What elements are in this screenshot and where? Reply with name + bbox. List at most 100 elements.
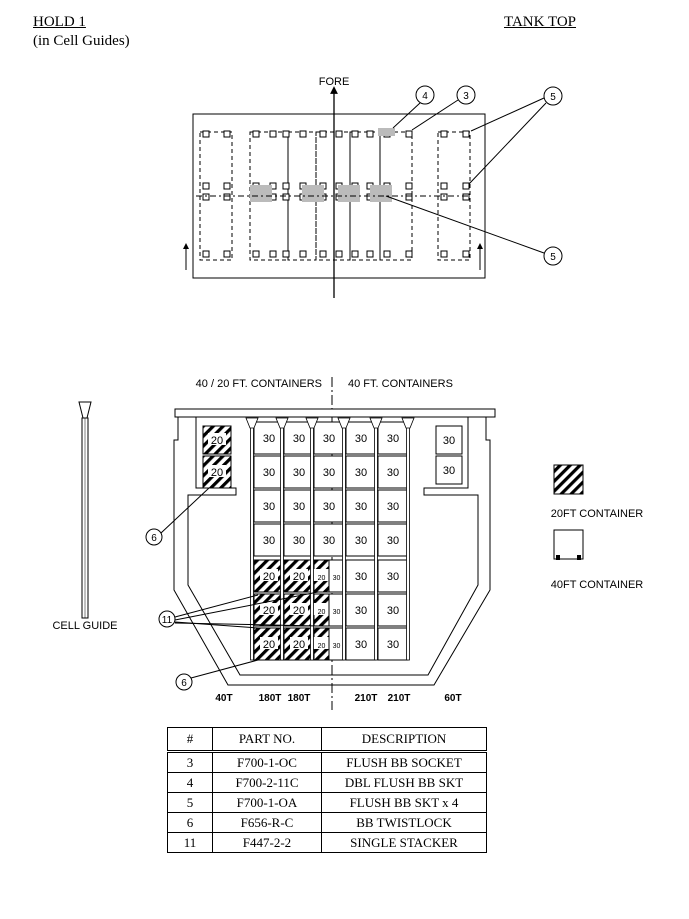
weight-label: 60T bbox=[444, 693, 461, 704]
container-label: 30 bbox=[263, 535, 275, 547]
cell-guide-post bbox=[342, 419, 346, 661]
container-label: 20 bbox=[263, 639, 275, 651]
socket-marker bbox=[223, 250, 231, 258]
socket-marker bbox=[282, 130, 290, 138]
callout-number: 6 bbox=[151, 533, 157, 544]
container-label: 30 bbox=[355, 467, 367, 479]
container-40ft: 30 bbox=[345, 559, 377, 593]
container-40ft: 30 bbox=[435, 425, 463, 455]
legend-20ft-swatch bbox=[553, 464, 584, 495]
container-20ft: 20 bbox=[283, 593, 315, 627]
container-label: 30 bbox=[323, 467, 335, 479]
container-40ft: 30 bbox=[377, 489, 409, 523]
container-40ft: 30 bbox=[328, 593, 345, 627]
hold-subtitle: (in Cell Guides) bbox=[33, 33, 130, 49]
right-heading: 40 FT. CONTAINERS bbox=[348, 378, 453, 390]
socket-marker bbox=[282, 182, 290, 190]
column-header: # bbox=[167, 727, 213, 753]
container-label: 30 bbox=[263, 433, 275, 445]
container-40ft: 30 bbox=[377, 627, 409, 661]
container-label: 30 bbox=[443, 465, 455, 477]
socket-marker bbox=[282, 250, 290, 258]
callout-number: 11 bbox=[162, 615, 173, 626]
plan-callout-3: 3 bbox=[411, 85, 476, 131]
socket-marker bbox=[319, 130, 327, 138]
container-label: 30 bbox=[333, 643, 341, 650]
double-socket-plate bbox=[250, 185, 272, 202]
cell-guide-label: CELL GUIDE bbox=[52, 620, 117, 632]
table-cell: 3 bbox=[167, 751, 213, 773]
socket-marker bbox=[282, 193, 290, 201]
weight-label: 210T bbox=[388, 693, 411, 704]
legend-20ft-label: 20FT CONTAINER bbox=[551, 508, 644, 520]
socket-marker bbox=[351, 250, 359, 258]
socket-marker bbox=[252, 130, 260, 138]
container-40ft: 30 bbox=[283, 523, 315, 557]
socket-marker bbox=[440, 250, 448, 258]
socket-marker bbox=[383, 250, 391, 258]
container-40ft: 30 bbox=[283, 455, 315, 489]
table-cell: 6 bbox=[167, 812, 213, 833]
socket-marker bbox=[335, 250, 343, 258]
container-label: 20 bbox=[318, 643, 326, 650]
container-40ft: 30 bbox=[377, 455, 409, 489]
container-40ft: 30 bbox=[328, 559, 345, 593]
container-label: 30 bbox=[443, 435, 455, 447]
container-label: 30 bbox=[323, 535, 335, 547]
container-40ft: 30 bbox=[313, 489, 345, 523]
container-20ft: 20 bbox=[253, 627, 285, 661]
section-callout-6-top: 6 bbox=[145, 487, 210, 546]
container-20ft: 20 bbox=[253, 559, 285, 593]
cell-guide-icon bbox=[78, 401, 92, 619]
socket-marker bbox=[351, 130, 359, 138]
socket-marker bbox=[462, 250, 470, 258]
table-cell: F700-1-OA bbox=[212, 792, 322, 813]
container-label: 30 bbox=[293, 433, 305, 445]
inner-hull bbox=[187, 417, 479, 676]
table-cell: BB TWISTLOCK bbox=[321, 812, 487, 833]
container-label: 30 bbox=[355, 501, 367, 513]
container-label: 20 bbox=[318, 609, 326, 616]
container-label: 30 bbox=[323, 501, 335, 513]
socket-marker bbox=[299, 250, 307, 258]
socket-marker bbox=[462, 193, 470, 201]
container-label: 30 bbox=[263, 467, 275, 479]
table-cell: DBL FLUSH BB SKT bbox=[321, 772, 487, 793]
plan-cell-grid bbox=[196, 128, 471, 261]
socket-marker bbox=[202, 182, 210, 190]
container-label: 30 bbox=[355, 535, 367, 547]
container-40ft: 30 bbox=[345, 627, 377, 661]
hull-outline bbox=[173, 417, 491, 686]
fore-label: FORE bbox=[319, 76, 350, 88]
table-cell: F447-2-2 bbox=[212, 832, 322, 853]
container-40ft: 30 bbox=[377, 593, 409, 627]
section-title: TANK TOP bbox=[504, 14, 577, 30]
table-cell: F656-R-C bbox=[212, 812, 322, 833]
cell-guide-post bbox=[374, 419, 378, 661]
cell-guide-post bbox=[406, 419, 410, 661]
cell-guide-post bbox=[310, 419, 314, 661]
container-label: 30 bbox=[355, 571, 367, 583]
container-20ft: 20 bbox=[202, 425, 232, 455]
container-40ft: 30 bbox=[313, 455, 345, 489]
table-cell: 4 bbox=[167, 772, 213, 793]
container-40ft: 30 bbox=[345, 593, 377, 627]
socket-marker bbox=[405, 182, 413, 190]
plan-callout-4: 4 bbox=[392, 85, 435, 129]
table-row: 5 F700-1-OA FLUSH BB SKT x 4 bbox=[167, 792, 487, 813]
container-label: 20 bbox=[293, 639, 305, 651]
socket-marker bbox=[462, 130, 470, 138]
socket-marker bbox=[440, 182, 448, 190]
container-40ft: 30 bbox=[283, 489, 315, 523]
container-40ft: 30 bbox=[435, 455, 463, 485]
container-label: 20 bbox=[293, 605, 305, 617]
container-40ft: 30 bbox=[377, 421, 409, 455]
section-view-diagram: 40 / 20 FT. CONTAINERS 40 FT. CONTAINERS… bbox=[52, 377, 644, 710]
container-label: 20 bbox=[318, 575, 326, 582]
socket-marker bbox=[440, 130, 448, 138]
socket-marker bbox=[319, 250, 327, 258]
table-cell: 11 bbox=[167, 832, 213, 853]
table-cell: FLUSH BB SOCKET bbox=[321, 751, 487, 773]
callout-number: 6 bbox=[181, 678, 187, 689]
